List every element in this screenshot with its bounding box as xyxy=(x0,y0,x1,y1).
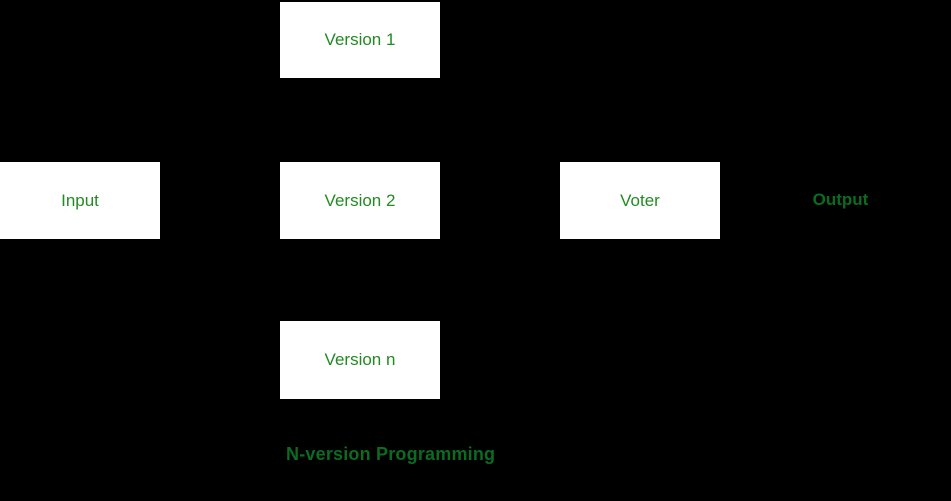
node-version-2-label: Version 2 xyxy=(324,190,396,210)
node-version-1-label: Version 1 xyxy=(324,30,396,49)
node-output-label: Output xyxy=(812,190,869,209)
node-input: Input xyxy=(0,162,160,239)
node-version-1: Version 1 xyxy=(280,2,440,78)
node-version-n: Version n xyxy=(280,321,440,399)
node-version-2: Version 2 xyxy=(280,162,440,239)
node-voter-label: Voter xyxy=(620,190,660,210)
diagram-caption: N-version Programming xyxy=(286,444,496,464)
node-voter: Voter xyxy=(560,162,720,239)
node-input-label: Input xyxy=(61,190,99,210)
node-version-n-label: Version n xyxy=(324,350,396,369)
